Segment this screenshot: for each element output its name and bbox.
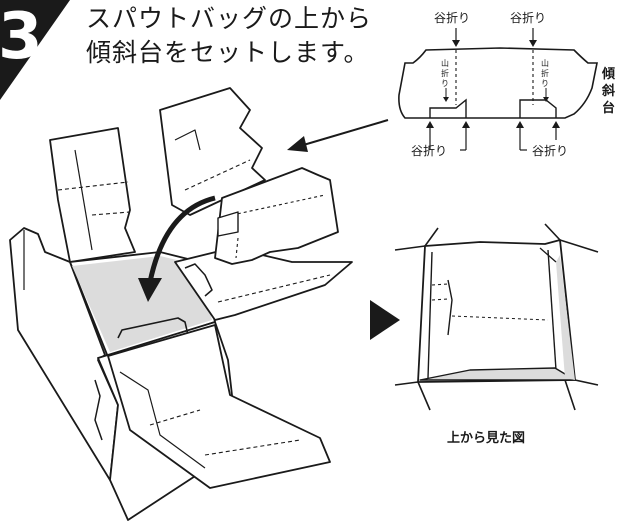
fold-label-bottom-left: 谷折り	[411, 143, 447, 158]
slot-left	[429, 98, 467, 118]
step-title: スパウトバッグの上から 傾斜台をセットします。	[86, 2, 372, 70]
mountain-right-3: り	[541, 79, 549, 88]
open-box-illustration	[9, 87, 353, 521]
top-view-tray	[419, 367, 576, 381]
top-view-diagram	[394, 223, 599, 411]
top-view-caption: 上から見た図	[447, 431, 525, 446]
fold-label-top-right: 谷折り	[510, 10, 546, 25]
flat-tray-diagram	[398, 28, 598, 151]
mountain-right-1: 山	[541, 58, 549, 68]
back-right-flap	[159, 87, 266, 216]
step-title-line-2: 傾斜台をセットします。	[86, 38, 370, 67]
play-triangle-icon	[370, 300, 400, 340]
tray-label-1: 傾	[601, 66, 616, 82]
mountain-left-2: 折	[441, 68, 449, 78]
slot-right	[519, 99, 557, 118]
insert-arrow	[138, 195, 216, 302]
back-flap	[49, 127, 136, 263]
mountain-left-3: り	[441, 79, 449, 88]
fold-label-bottom-right: 谷折り	[532, 143, 568, 158]
box-interior	[72, 256, 212, 352]
tray-outline	[398, 47, 598, 119]
fold-label-top-left: 谷折り	[434, 10, 470, 25]
step-title-line-1: スパウトバッグの上から	[86, 4, 373, 33]
top-view-box	[417, 239, 576, 383]
step-number: 3	[0, 0, 43, 74]
tilt-tray	[214, 167, 339, 265]
mountain-left-1: 山	[441, 58, 449, 68]
pointer-arrow	[287, 119, 389, 152]
tray-label-3: 台	[602, 100, 615, 116]
front-flap	[107, 324, 331, 489]
tray-label-2: 斜	[601, 83, 615, 99]
step-badge: 3	[0, 0, 70, 100]
mountain-right-2: 折	[541, 68, 549, 78]
